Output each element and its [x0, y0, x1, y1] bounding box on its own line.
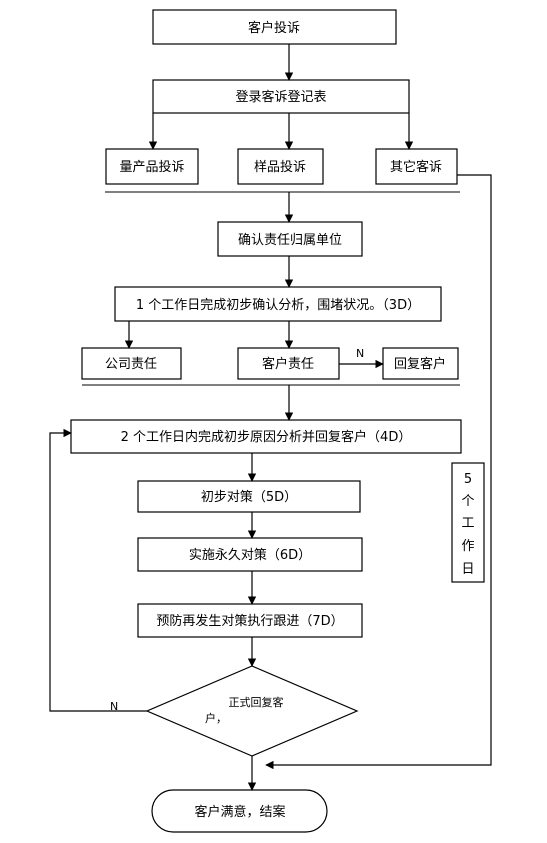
- measure-5d-box: [137, 480, 361, 513]
- confirm-unit-box: [217, 221, 363, 257]
- edge-label-n-loop: N: [110, 700, 118, 713]
- satisfied-terminal: [151, 789, 328, 833]
- edge-label-n-reply: N: [356, 347, 364, 360]
- side-note-char-1: 5: [464, 472, 472, 487]
- complaint-box: [152, 9, 397, 45]
- side-note-char-4: 作: [461, 539, 474, 554]
- other-label: 其它客诉: [390, 159, 442, 175]
- formal-reply-decision: [145, 665, 359, 757]
- customer-resp-box: [237, 347, 340, 380]
- complaint-label: 客户投诉: [248, 20, 300, 36]
- permanent-6d-label: 实施永久对策（6D）: [189, 547, 311, 563]
- customer-resp-label: 客户责任: [262, 356, 314, 372]
- reply-4d-box: [70, 419, 462, 454]
- formal-reply-label-1: 正式回复客: [229, 695, 284, 709]
- edge-other-to-end: [265, 174, 492, 770]
- reply-4d-label: 2 个工作日内完成初步原因分析并回复客户（4D）: [121, 429, 412, 445]
- edge-loop-no: [49, 428, 147, 712]
- register-box: [152, 79, 410, 114]
- side-note-char-3: 工: [461, 516, 474, 531]
- register-label: 登录客诉登记表: [235, 89, 326, 105]
- formal-reply-label-2: 户，: [205, 711, 227, 725]
- sample-label: 样品投诉: [254, 159, 306, 175]
- measure-5d-label: 初步对策（5D）: [201, 489, 297, 505]
- other-box: [375, 148, 458, 185]
- side-note-char-5: 日: [461, 562, 474, 577]
- sample-box: [237, 148, 324, 185]
- satisfied-label: 客户满意，结案: [194, 804, 285, 820]
- analysis-3d-label: 1 个工作日完成初步确认分析，围堵状况。（3D）: [136, 298, 420, 313]
- company-resp-label: 公司责任: [105, 357, 157, 372]
- reply-customer-label: 回复客户: [394, 356, 446, 372]
- mass-product-label: 量产品投诉: [119, 159, 184, 175]
- side-note-char-2: 个: [461, 494, 474, 509]
- confirm-unit-label: 确认责任归属单位: [238, 233, 342, 248]
- analysis-3d-box: [114, 286, 442, 322]
- side-note-box: [451, 462, 485, 583]
- prevent-7d-label: 预防再发生对策执行跟进（7D）: [156, 613, 343, 629]
- company-resp-box: [81, 347, 182, 380]
- permanent-6d-box: [137, 537, 363, 572]
